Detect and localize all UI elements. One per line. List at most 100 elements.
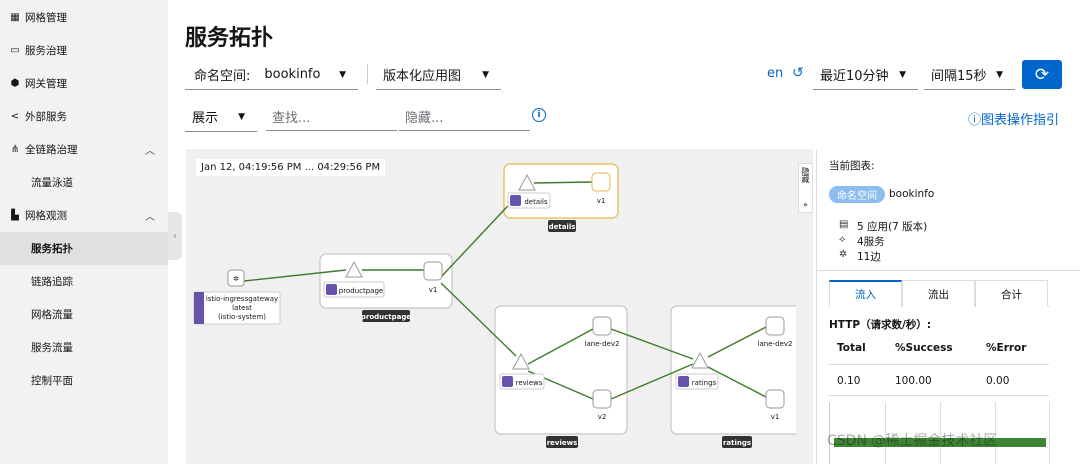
details-group-label: details xyxy=(549,223,576,231)
productpage-v1-label: v1 xyxy=(429,286,438,294)
graph-type-select[interactable]: 版本化应用图 ▼ xyxy=(376,60,501,90)
chart-gridline xyxy=(940,402,941,464)
sidebar-item-label: 链路追踪 xyxy=(31,276,73,288)
sidebar-item-label: 全链路治理 xyxy=(25,144,78,156)
edges-icon: ✲ xyxy=(839,249,848,260)
productpage-group-label: productpage xyxy=(361,313,412,321)
success-rate-chart xyxy=(829,402,1050,464)
chevron-up-icon: ︿ xyxy=(145,146,155,157)
sidebar-item-service-topology[interactable]: 服务拓扑 xyxy=(0,232,168,265)
sidebar-item-label: 服务治理 xyxy=(25,45,67,57)
sidebar-item-full-link[interactable]: ⋔ 全链路治理 ︿ xyxy=(0,133,168,166)
caret-down-icon: ▼ xyxy=(339,69,346,80)
help-icon: ⓘ xyxy=(968,113,982,128)
sidebar-collapse-handle[interactable]: ‹ xyxy=(168,212,182,260)
ingress-version: latest xyxy=(232,304,252,312)
table-divider xyxy=(829,364,1049,365)
value-total: 0.10 xyxy=(837,375,861,387)
sidebar-item-label: 服务拓扑 xyxy=(31,243,73,255)
sidebar-item-gateway[interactable]: ⬢ 网关管理 xyxy=(0,67,168,100)
col-success: %Success xyxy=(895,342,953,354)
edge-lane-ratings xyxy=(610,328,694,360)
ingress-label-accent xyxy=(194,292,204,324)
tab-total[interactable]: 合计 xyxy=(975,280,1048,307)
graph-time-range: Jan 12, 04:19:56 PM ... 04:29:56 PM xyxy=(196,159,386,176)
language-toggle[interactable]: en xyxy=(767,66,784,81)
reviews-service-node xyxy=(512,352,530,370)
side-panel-toggle[interactable]: 隐藏 » xyxy=(798,163,813,213)
sidebar-item-tracing[interactable]: 链路追踪 xyxy=(0,265,168,298)
chart-gridline xyxy=(995,402,996,464)
time-range-select[interactable]: 最近10分钟 ▼ xyxy=(813,60,918,90)
refresh-icon: ⟳ xyxy=(1034,64,1050,85)
edge-ratings-v1 xyxy=(707,366,767,398)
apps-count: 5 应用(7 版本) xyxy=(857,221,928,233)
find-placeholder: 查找... xyxy=(272,110,311,126)
sidebar-item-label: 服务流量 xyxy=(31,342,73,354)
ratings-group-box xyxy=(670,305,796,435)
sidebar-item-service-governance[interactable]: ▭ 服务治理 xyxy=(0,34,168,67)
hide-input[interactable]: 隐藏... xyxy=(399,102,530,131)
tab-inbound[interactable]: 流入 xyxy=(829,280,902,307)
sidebar-item-observability[interactable]: ▙ 网格观测 ︿ xyxy=(0,199,168,232)
edge-v2-ratings xyxy=(610,363,694,400)
ratings-v1-label: v1 xyxy=(771,413,780,421)
gateway-icon: ⬢ xyxy=(10,78,20,89)
traffic-tabs: 流入 流出 合计 xyxy=(829,280,1049,307)
current-graph-label: 当前图表: xyxy=(829,160,875,172)
info-icon[interactable]: i xyxy=(532,108,546,122)
grid-icon: ▦ xyxy=(10,12,20,23)
display-value: 展示 xyxy=(192,111,219,126)
sidebar-item-label: 网格观测 xyxy=(25,210,67,222)
display-select[interactable]: 展示 ▼ xyxy=(185,102,257,132)
namespace-select[interactable]: 命名空间: bookinfo ▼ xyxy=(185,60,358,90)
interval-select[interactable]: 间隔15秒 ▼ xyxy=(924,60,1015,90)
summary-panel: 当前图表: 命名空间 bookinfo ▤ 5 应用(7 版本) ⟡ 4服务 ✲… xyxy=(816,149,1080,464)
sidebar-item-service-traffic[interactable]: 服务流量 xyxy=(0,331,168,364)
reviews-v2-label: v2 xyxy=(598,413,607,421)
app-icon xyxy=(502,376,513,387)
caret-down-icon: ▼ xyxy=(482,69,489,80)
chevron-up-icon: ︿ xyxy=(145,212,155,223)
sidebar-item-label: 网关管理 xyxy=(25,78,67,90)
refresh-button[interactable]: ⟳ xyxy=(1022,60,1062,89)
tab-outbound[interactable]: 流出 xyxy=(902,280,975,307)
sidebar-item-control-plane[interactable]: 控制平面 xyxy=(0,364,168,397)
namespace-label: 命名空间: xyxy=(194,69,251,84)
col-total: Total xyxy=(837,342,866,354)
hide-placeholder: 隐藏... xyxy=(405,110,444,126)
app-icon xyxy=(510,195,521,206)
sidebar-item-traffic-lane[interactable]: 流量泳道 xyxy=(0,166,168,199)
edge-productpage-details xyxy=(440,192,521,278)
app-icon xyxy=(678,376,689,387)
apps-icon: ▤ xyxy=(839,219,849,230)
chevron-left-icon: ‹ xyxy=(173,230,177,242)
namespace-value: bookinfo xyxy=(264,67,321,82)
graph-guide-link[interactable]: ⓘ图表操作指引 xyxy=(968,109,1059,128)
productpage-app-label: productpage xyxy=(339,287,383,295)
namespace-badge: 命名空间 xyxy=(829,186,885,203)
sidebar-item-label: 外部服务 xyxy=(25,111,67,123)
find-input[interactable]: 查找... xyxy=(266,102,397,131)
http-title: HTTP（请求数/秒）: xyxy=(829,319,932,331)
time-range-value: 最近10分钟 xyxy=(820,69,889,84)
divider xyxy=(817,270,1080,271)
ratings-group-label-box xyxy=(722,436,752,448)
sidebar-item-external-services[interactable]: < 外部服务 xyxy=(0,100,168,133)
watermark: CSDN @稀土掘金技术社区 xyxy=(827,433,998,449)
reviews-group-label: reviews xyxy=(547,439,578,447)
side-panel-toggle-label: 隐藏 xyxy=(801,167,810,183)
graph-type-value: 版本化应用图 xyxy=(383,69,462,84)
chart-icon: ▙ xyxy=(11,210,19,221)
ratings-v1-node xyxy=(765,389,785,409)
chart-gridline xyxy=(885,402,886,464)
reviews-app-label: reviews xyxy=(516,379,543,387)
sidebar-item-mesh-management[interactable]: ▦ 网格管理 xyxy=(0,1,168,34)
history-icon: ↺ xyxy=(792,65,804,81)
topology-graph[interactable]: Jan 12, 04:19:56 PM ... 04:29:56 PM 隐藏 » xyxy=(186,149,813,464)
sidebar-item-mesh-traffic[interactable]: 网格流量 xyxy=(0,298,168,331)
details-v1-label: v1 xyxy=(597,197,606,205)
caret-down-icon: ▼ xyxy=(899,69,906,80)
sidebar: ▦ 网格管理 ▭ 服务治理 ⬢ 网关管理 < 外部服务 ⋔ 全链路治理 ︿ 流量… xyxy=(0,0,168,464)
reviews-lane-node xyxy=(592,316,612,336)
